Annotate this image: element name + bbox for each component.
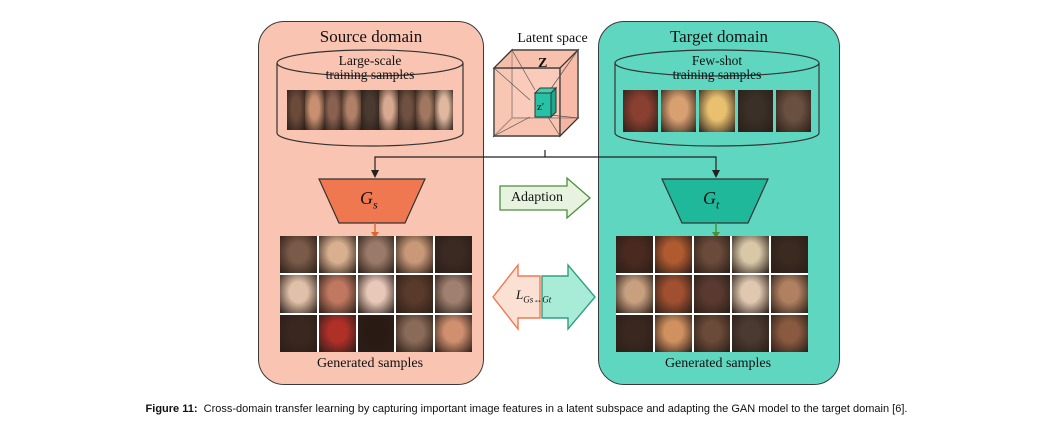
face-image [616, 314, 653, 352]
face-image [323, 90, 343, 130]
source-training-samples [287, 90, 453, 130]
face-image [342, 90, 361, 130]
source-generator [318, 178, 426, 224]
face-image [416, 90, 435, 130]
face-image [397, 90, 417, 130]
arrow-head-icon [371, 170, 379, 178]
face-image [693, 314, 731, 352]
face-image [379, 90, 398, 130]
target-training-samples [623, 90, 812, 132]
adaption-label: Adaption [510, 190, 564, 205]
target-output-arrow [712, 223, 720, 238]
face-image [287, 90, 306, 130]
latent-space-title: Latent space [517, 31, 588, 46]
face-image [732, 275, 770, 313]
target-training-cylinder: Few-shot training samples [613, 48, 821, 148]
face-image [623, 90, 659, 132]
arrow-head-icon [712, 170, 720, 178]
face-image [771, 236, 808, 274]
target-domain-title: Target domain [669, 27, 769, 46]
face-image [396, 236, 434, 274]
face-image [654, 314, 692, 352]
source-training-label-line1: Large-scale [338, 53, 402, 68]
source-generated-samples [280, 236, 472, 352]
target-generator [661, 178, 769, 224]
z-label: Z [538, 56, 547, 71]
face-image [280, 275, 317, 313]
face-image [435, 236, 472, 274]
face-image [357, 314, 395, 352]
face-image [357, 236, 395, 274]
target-training-label-line2: training samples [672, 67, 762, 82]
face-image [396, 275, 434, 313]
face-image [661, 90, 697, 132]
face-image [396, 314, 434, 352]
latent-connections [371, 150, 720, 178]
face-image [616, 236, 653, 274]
z-prime-label: z' [537, 101, 544, 113]
loss-double-arrow [492, 262, 596, 332]
face-image [771, 275, 808, 313]
face-image [775, 90, 812, 132]
face-image [693, 236, 731, 274]
caption-label: Figure 11: [145, 403, 198, 415]
face-image [280, 236, 317, 274]
face-image [732, 236, 770, 274]
caption-text: Cross-domain transfer learning by captur… [203, 403, 908, 415]
figure-caption: Figure 11: Cross-domain transfer learnin… [0, 403, 1053, 415]
latent-space-cube: Z z' [492, 48, 580, 138]
face-image [435, 314, 472, 352]
source-generator-label: Gs [360, 188, 378, 212]
target-training-label-line1: Few-shot [691, 53, 743, 68]
face-image [280, 314, 317, 352]
face-image [357, 275, 395, 313]
face-image [699, 90, 735, 132]
adaption-arrow [499, 176, 591, 220]
face-image [771, 314, 808, 352]
face-image [435, 275, 472, 313]
source-output-arrow [371, 223, 379, 238]
face-image [305, 90, 324, 130]
face-image [693, 275, 731, 313]
face-image [737, 90, 773, 132]
face-image [732, 314, 770, 352]
face-image [318, 314, 356, 352]
target-generated-samples [616, 236, 808, 352]
loss-label: LGs↔Gt [516, 287, 552, 305]
face-image [654, 275, 692, 313]
source-domain-title: Source domain [319, 27, 423, 46]
face-image [318, 275, 356, 313]
face-image [318, 236, 356, 274]
face-image [434, 90, 453, 130]
face-image [616, 275, 653, 313]
face-image [654, 236, 692, 274]
target-generator-label: Gt [703, 188, 720, 212]
target-generated-label: Generated samples [664, 356, 772, 371]
face-image [360, 90, 380, 130]
source-generated-label: Generated samples [316, 356, 424, 371]
source-training-label-line2: training samples [325, 67, 415, 82]
source-training-cylinder: Large-scale training samples [275, 48, 465, 148]
